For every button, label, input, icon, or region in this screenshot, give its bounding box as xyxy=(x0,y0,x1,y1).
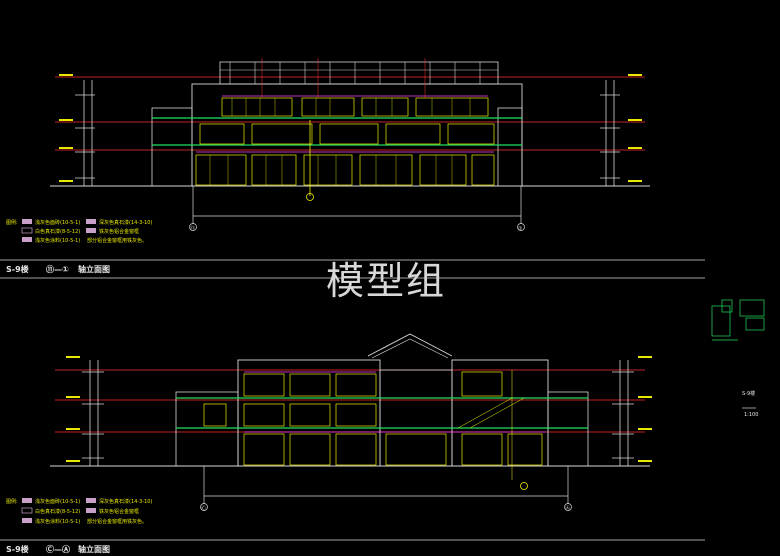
bottom-axis-right-label: Ⓐ xyxy=(565,505,570,512)
top-legend-item: 铁灰色铝合金窗框 xyxy=(99,228,139,235)
top-legend-swatches xyxy=(21,219,96,242)
bottom-legend-item: 部分铝合金窗框用铁灰色。 xyxy=(87,518,147,525)
key-plan xyxy=(711,299,765,409)
bottom-legend-title: 图例: xyxy=(6,498,18,505)
top-legend-item: 白色真石漆(8-5-12) xyxy=(35,228,80,235)
top-legend-item: 部分铝合金窗框用铁灰色。 xyxy=(87,237,147,244)
top-axis-right-label: ① xyxy=(518,226,523,232)
bottom-sheet-title: 轴立面图 xyxy=(78,544,110,554)
top-axis-left-label: ⑪ xyxy=(190,225,195,232)
watermark: 模型组 xyxy=(326,259,447,303)
bottom-legend-swatches xyxy=(21,498,96,523)
top-legend-title: 图例: xyxy=(6,219,18,226)
key-plan-scale: 1:100 xyxy=(744,412,758,418)
top-legend-item: 浅灰色涂料(10-5-1) xyxy=(35,237,80,244)
bottom-legend-item: 深灰色真石漆(14-3-10) xyxy=(99,498,152,505)
bottom-legend-item: 白色真石漆(8-5-12) xyxy=(35,508,80,515)
top-elevation xyxy=(50,58,650,231)
bottom-legend-item: 铁灰色铝合金窗框 xyxy=(99,508,139,515)
top-axis-range: ⑪—① xyxy=(46,264,69,274)
top-legend-item: 深灰色真石漆(14-3-10) xyxy=(99,219,152,226)
bottom-elevation xyxy=(50,333,652,511)
top-sheet-title: 轴立面图 xyxy=(78,264,110,274)
bottom-legend-item: 浅灰色涂料(10-5-1) xyxy=(35,518,80,525)
bottom-axis-range: Ⓒ—Ⓐ xyxy=(46,544,70,554)
bottom-building-tag: S-9楼 xyxy=(6,544,29,554)
key-plan-label: S-9楼 xyxy=(742,390,755,397)
bottom-legend-item: 浅灰色面砖(10-5-1) xyxy=(35,498,80,505)
top-legend-item: 浅灰色面砖(10-5-1) xyxy=(35,219,80,226)
top-building-tag: S-9楼 xyxy=(6,264,29,274)
bottom-axis-left-label: Ⓒ xyxy=(201,505,206,512)
